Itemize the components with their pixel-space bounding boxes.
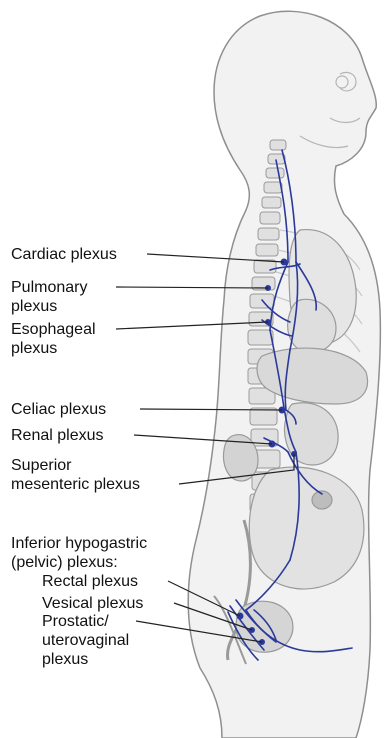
label-superior-mesenteric-line2: mesenteric plexus (11, 476, 140, 494)
label-vesical-plexus: Vesical plexus (42, 595, 143, 613)
intestine (249, 467, 364, 589)
label-superior-mesenteric-line1: Superior (11, 457, 71, 475)
label-renal-plexus: Renal plexus (11, 427, 104, 445)
label-esophageal-plexus-line2: plexus (11, 340, 57, 358)
label-inferior-hypogastric-line2: (pelvic) plexus: (11, 554, 118, 572)
label-cardiac-plexus: Cardiac plexus (11, 246, 117, 264)
label-rectal-plexus: Rectal plexus (42, 573, 138, 591)
label-prostatic-line2: uterovaginal (42, 632, 129, 650)
label-esophageal-plexus-line1: Esophageal (11, 321, 96, 339)
label-prostatic-line1: Prostatic/ (42, 613, 109, 631)
label-pulmonary-plexus-line1: Pulmonary (11, 279, 87, 297)
label-prostatic-line3: plexus (42, 651, 88, 669)
label-inferior-hypogastric-line1: Inferior hypogastric (11, 535, 147, 553)
label-celiac-plexus: Celiac plexus (11, 401, 106, 419)
label-pulmonary-plexus-line2: plexus (11, 298, 57, 316)
